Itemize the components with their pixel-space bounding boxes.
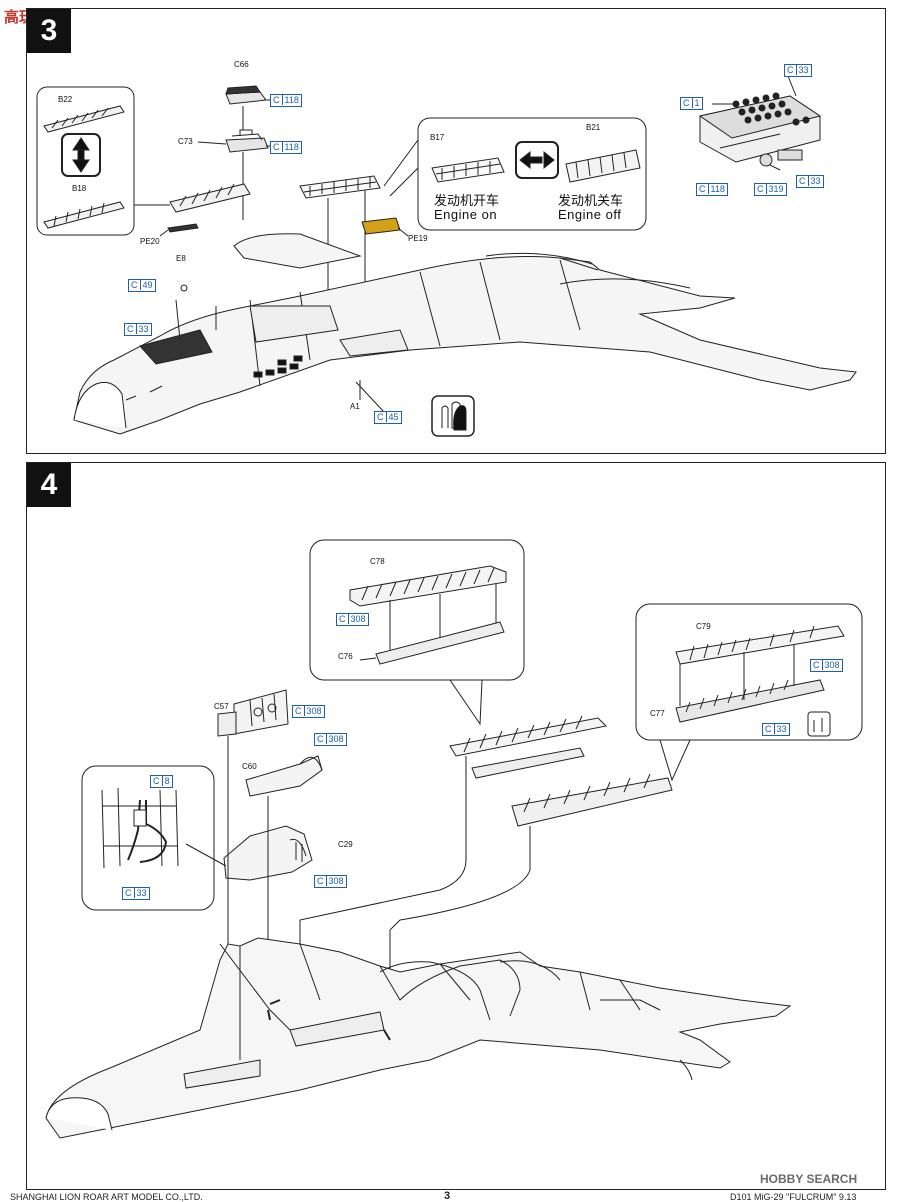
part-c76: [375, 621, 505, 665]
label-c77: C77: [650, 709, 665, 718]
label-e8: E8: [176, 254, 186, 263]
step-3-number: 3: [27, 9, 71, 53]
engine-off-chinese: 发动机关车: [558, 193, 624, 208]
label-pe20: PE20: [140, 237, 160, 246]
engine-on-english: Engine on: [434, 207, 498, 222]
label-c78: C78: [370, 557, 385, 566]
engine-on-chinese: 发动机开车: [434, 193, 500, 208]
inset-c8-c33: [81, 765, 215, 911]
panel-c79-assembled: [511, 777, 673, 827]
label-b18: B18: [72, 184, 87, 193]
label-c79: C79: [696, 622, 711, 631]
fuselage-top: [73, 256, 857, 435]
footer-page-number: 3: [444, 1190, 451, 1202]
inset-b22-b18: [36, 86, 135, 236]
footer-company: SHANGHAI LION ROAR ART MODEL CO.,LTD.: [10, 1192, 203, 1202]
part-pe19: [361, 217, 401, 235]
part-pe20: [167, 223, 199, 233]
label-c60: C60: [242, 762, 257, 771]
label-a1: A1: [350, 402, 360, 411]
label-b17: B17: [430, 133, 445, 142]
watermark-hobby-search: HOBBY SEARCH: [760, 1172, 858, 1186]
part-b21: [565, 149, 641, 183]
label-c57: C57: [214, 702, 229, 711]
step-4-panel: 4: [26, 462, 886, 1190]
part-c73: [225, 137, 269, 153]
label-b21: B21: [586, 123, 601, 132]
label-c76: C76: [338, 652, 353, 661]
label-pe19: PE19: [408, 234, 428, 243]
label-c73: C73: [178, 137, 193, 146]
fuselage-bottom: [45, 937, 792, 1139]
engine-off-english: Engine off: [558, 207, 622, 222]
part-louvre-panel: [169, 183, 251, 213]
part-b17: [431, 157, 505, 183]
step-4-number: 4: [27, 463, 71, 507]
label-c66: C66: [234, 60, 249, 69]
footer-product: D101 MiG-29 "FULCRUM" 9.13: [730, 1192, 857, 1202]
part-c78: [349, 565, 507, 607]
part-b18: [43, 201, 125, 229]
label-b22: B22: [58, 95, 73, 104]
label-c29: C29: [338, 840, 353, 849]
